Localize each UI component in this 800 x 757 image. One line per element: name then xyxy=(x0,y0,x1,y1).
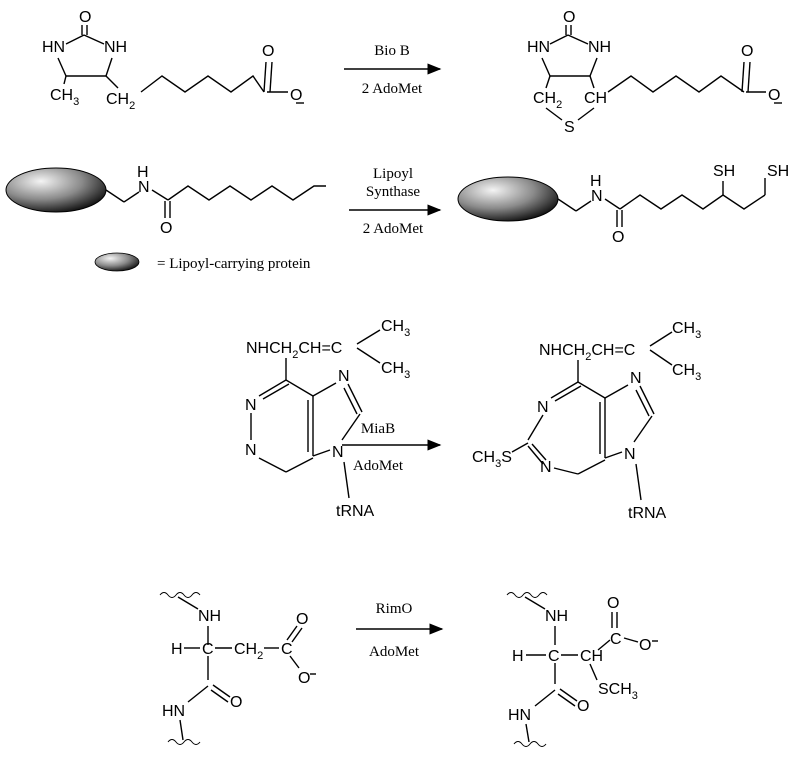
n3: N xyxy=(540,459,552,476)
enzyme-label: Bio B xyxy=(374,43,409,59)
carboxyl-o: O xyxy=(296,611,308,628)
amide-n: N xyxy=(138,179,150,196)
cofactor-label: AdoMet xyxy=(353,458,404,474)
alpha-c: C xyxy=(202,641,214,658)
dethiobiotin-substrate: O HN NH CH3 CH2 O O xyxy=(42,9,304,112)
trna-label: tRNA xyxy=(336,503,375,520)
s-label: S xyxy=(564,119,575,136)
ch3-top: CH3 xyxy=(381,318,410,339)
beta-ch: CH xyxy=(580,648,603,665)
miab-reaction: NHCH2CH=C CH3 CH3 N N N N xyxy=(245,318,701,522)
acid-o: O xyxy=(262,43,274,60)
ch3-bottom: CH3 xyxy=(672,362,701,383)
trna-label: tRNA xyxy=(628,505,667,522)
sch3-group: CH3S xyxy=(472,449,512,470)
amide-h: H xyxy=(137,164,149,181)
side-chain: NHCH2CH=C xyxy=(246,340,342,361)
legend: = Lipoyl-carrying protein xyxy=(94,252,311,272)
carbonyl-o: O xyxy=(79,9,91,26)
ch3-top: CH3 xyxy=(672,320,701,341)
i6a-substrate: NHCH2CH=C CH3 CH3 N N N N xyxy=(245,318,410,520)
thiol-1: SH xyxy=(713,163,735,180)
carboxyl-o-minus: O xyxy=(298,670,310,687)
nh-label: NH xyxy=(588,39,611,56)
nh-label: NH xyxy=(104,39,127,56)
cofactor-label: 2 AdoMet xyxy=(362,81,423,97)
biotin-reaction: O HN NH CH3 CH2 O O Bio B 2 AdoMet xyxy=(42,9,782,136)
h-label: H xyxy=(512,648,524,665)
ch-label: CH xyxy=(584,90,607,107)
amide-o: O xyxy=(160,220,172,237)
hn-label: HN xyxy=(42,39,65,56)
amide-o: O xyxy=(577,698,589,715)
carboxyl-o-minus: O xyxy=(639,637,651,654)
n1: N xyxy=(537,399,549,416)
n9: N xyxy=(624,446,636,463)
acid-o-minus: O xyxy=(768,87,780,104)
n3: N xyxy=(245,442,257,459)
wavy-bond-bottom xyxy=(513,741,547,747)
alpha-c: C xyxy=(548,648,560,665)
ch2-label: CH2 xyxy=(533,90,562,111)
thiol-2: SH xyxy=(767,163,789,180)
ch2-label: CH2 xyxy=(106,91,135,112)
octanoyl-substrate: H N O xyxy=(5,164,326,237)
rimo-reaction: NH H C CH2 C O O O HN RimO AdoMet xyxy=(159,592,658,747)
carbonyl-o: O xyxy=(563,9,575,26)
hn-label: HN xyxy=(527,39,550,56)
enzyme-label-line2: Synthase xyxy=(366,184,421,200)
legend-text: = Lipoyl-carrying protein xyxy=(157,256,311,272)
aspartate-substrate: NH H C CH2 C O O O HN xyxy=(159,592,316,745)
n9: N xyxy=(332,444,344,461)
nh-label: NH xyxy=(198,608,221,625)
n7: N xyxy=(630,370,642,387)
lipoyl-reaction: H N O Lipoyl Synthase 2 AdoMet H N O SH xyxy=(5,163,789,272)
carboxyl-c: C xyxy=(281,641,293,658)
enzyme-label-line1: Lipoyl xyxy=(373,166,413,182)
h-label: H xyxy=(171,641,183,658)
ch3-bottom: CH3 xyxy=(381,360,410,381)
ms2i6a-product: NHCH2CH=C CH3 CH3 N N N N xyxy=(472,320,701,522)
lipoyl-product: H N O SH SH xyxy=(457,163,789,246)
protein-ellipse xyxy=(457,176,559,222)
amide-o: O xyxy=(612,229,624,246)
acid-o: O xyxy=(741,43,753,60)
biotin-product: O HN NH CH2 CH S O O xyxy=(527,9,782,136)
amide-o: O xyxy=(230,694,242,711)
amide-h: H xyxy=(590,173,602,190)
carboxyl-c: C xyxy=(610,631,622,648)
n7: N xyxy=(338,368,350,385)
legend-protein-icon xyxy=(94,252,140,272)
n1: N xyxy=(245,397,257,414)
side-chain: NHCH2CH=C xyxy=(539,342,635,363)
amide-n: N xyxy=(591,188,603,205)
wavy-bond-top xyxy=(506,592,548,598)
methylthio-aspartate-product: NH H C CH C O O SCH3 O HN xyxy=(506,592,658,747)
sch3-group: SCH3 xyxy=(598,681,638,702)
hn-label: HN xyxy=(508,707,531,724)
carboxyl-o: O xyxy=(607,595,619,612)
wavy-bond-top xyxy=(159,592,201,598)
enzyme-label: RimO xyxy=(376,601,413,617)
ch3-label: CH3 xyxy=(50,87,79,108)
nh-label: NH xyxy=(545,608,568,625)
enzyme-label: MiaB xyxy=(361,421,395,437)
ch2-label: CH2 xyxy=(234,641,263,662)
protein-ellipse xyxy=(5,167,107,213)
wavy-bond-bottom xyxy=(167,739,201,745)
cofactor-label: 2 AdoMet xyxy=(363,221,424,237)
acid-o-minus: O xyxy=(290,87,302,104)
hn-label: HN xyxy=(162,703,185,720)
cofactor-label: AdoMet xyxy=(369,644,420,660)
